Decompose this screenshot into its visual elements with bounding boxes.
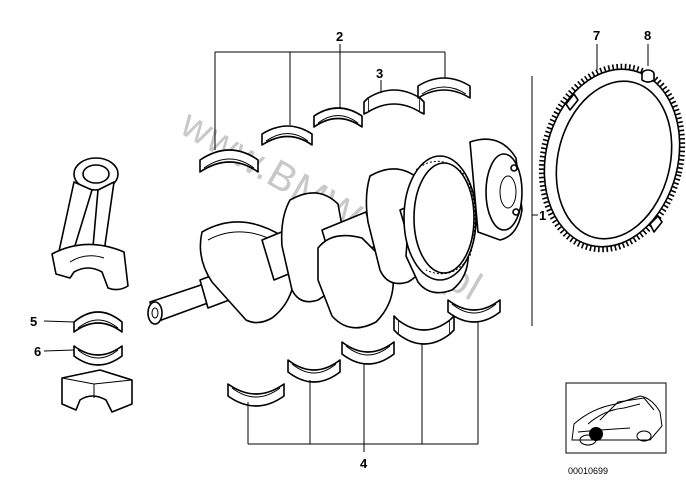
- bearing-shell-lower-1: [227, 383, 285, 407]
- upper-bearing-shells[interactable]: [199, 77, 471, 173]
- conrod-cap[interactable]: [61, 369, 133, 413]
- bearing-shell-upper-1: [199, 149, 259, 173]
- bearing-shell-upper-thrust: [363, 89, 425, 115]
- diagram-reference-number: 00010699: [568, 466, 608, 476]
- callout-7: 7: [593, 28, 600, 43]
- callout-1: 1: [539, 208, 546, 223]
- bearing-shell-lower-5: [447, 299, 501, 323]
- callout-1-bracket: [531, 76, 538, 326]
- bearing-shell-upper-3: [313, 107, 363, 128]
- callout-5-6-leaders: [43, 320, 75, 352]
- ring-gear[interactable]: [523, 51, 686, 265]
- callout-4: 4: [360, 456, 368, 471]
- engine-location-marker: [589, 427, 603, 441]
- car-locator-thumbnail[interactable]: [565, 382, 667, 454]
- callout-2-leaders: [214, 44, 446, 150]
- conrod-bearing-shell-upper[interactable]: [73, 311, 123, 333]
- bearing-shell-lower-thrust: [393, 315, 455, 345]
- bearing-shell-lower-2: [287, 359, 341, 383]
- crankshaft[interactable]: [147, 138, 523, 329]
- bearing-shell-upper-5: [417, 77, 471, 99]
- callout-6: 6: [34, 344, 41, 359]
- bearing-shell-lower-3: [341, 341, 395, 365]
- callout-5: 5: [30, 314, 37, 329]
- bolt[interactable]: [641, 69, 655, 83]
- callout-2: 2: [336, 29, 343, 44]
- callout-3: 3: [376, 66, 383, 81]
- conrod-bearing-shell-lower[interactable]: [73, 345, 123, 366]
- callout-4-leaders: [247, 322, 479, 452]
- bearing-shell-upper-2: [261, 125, 313, 146]
- connecting-rod[interactable]: [51, 157, 129, 291]
- lower-bearing-shells[interactable]: [227, 299, 501, 407]
- callout-8: 8: [644, 28, 651, 43]
